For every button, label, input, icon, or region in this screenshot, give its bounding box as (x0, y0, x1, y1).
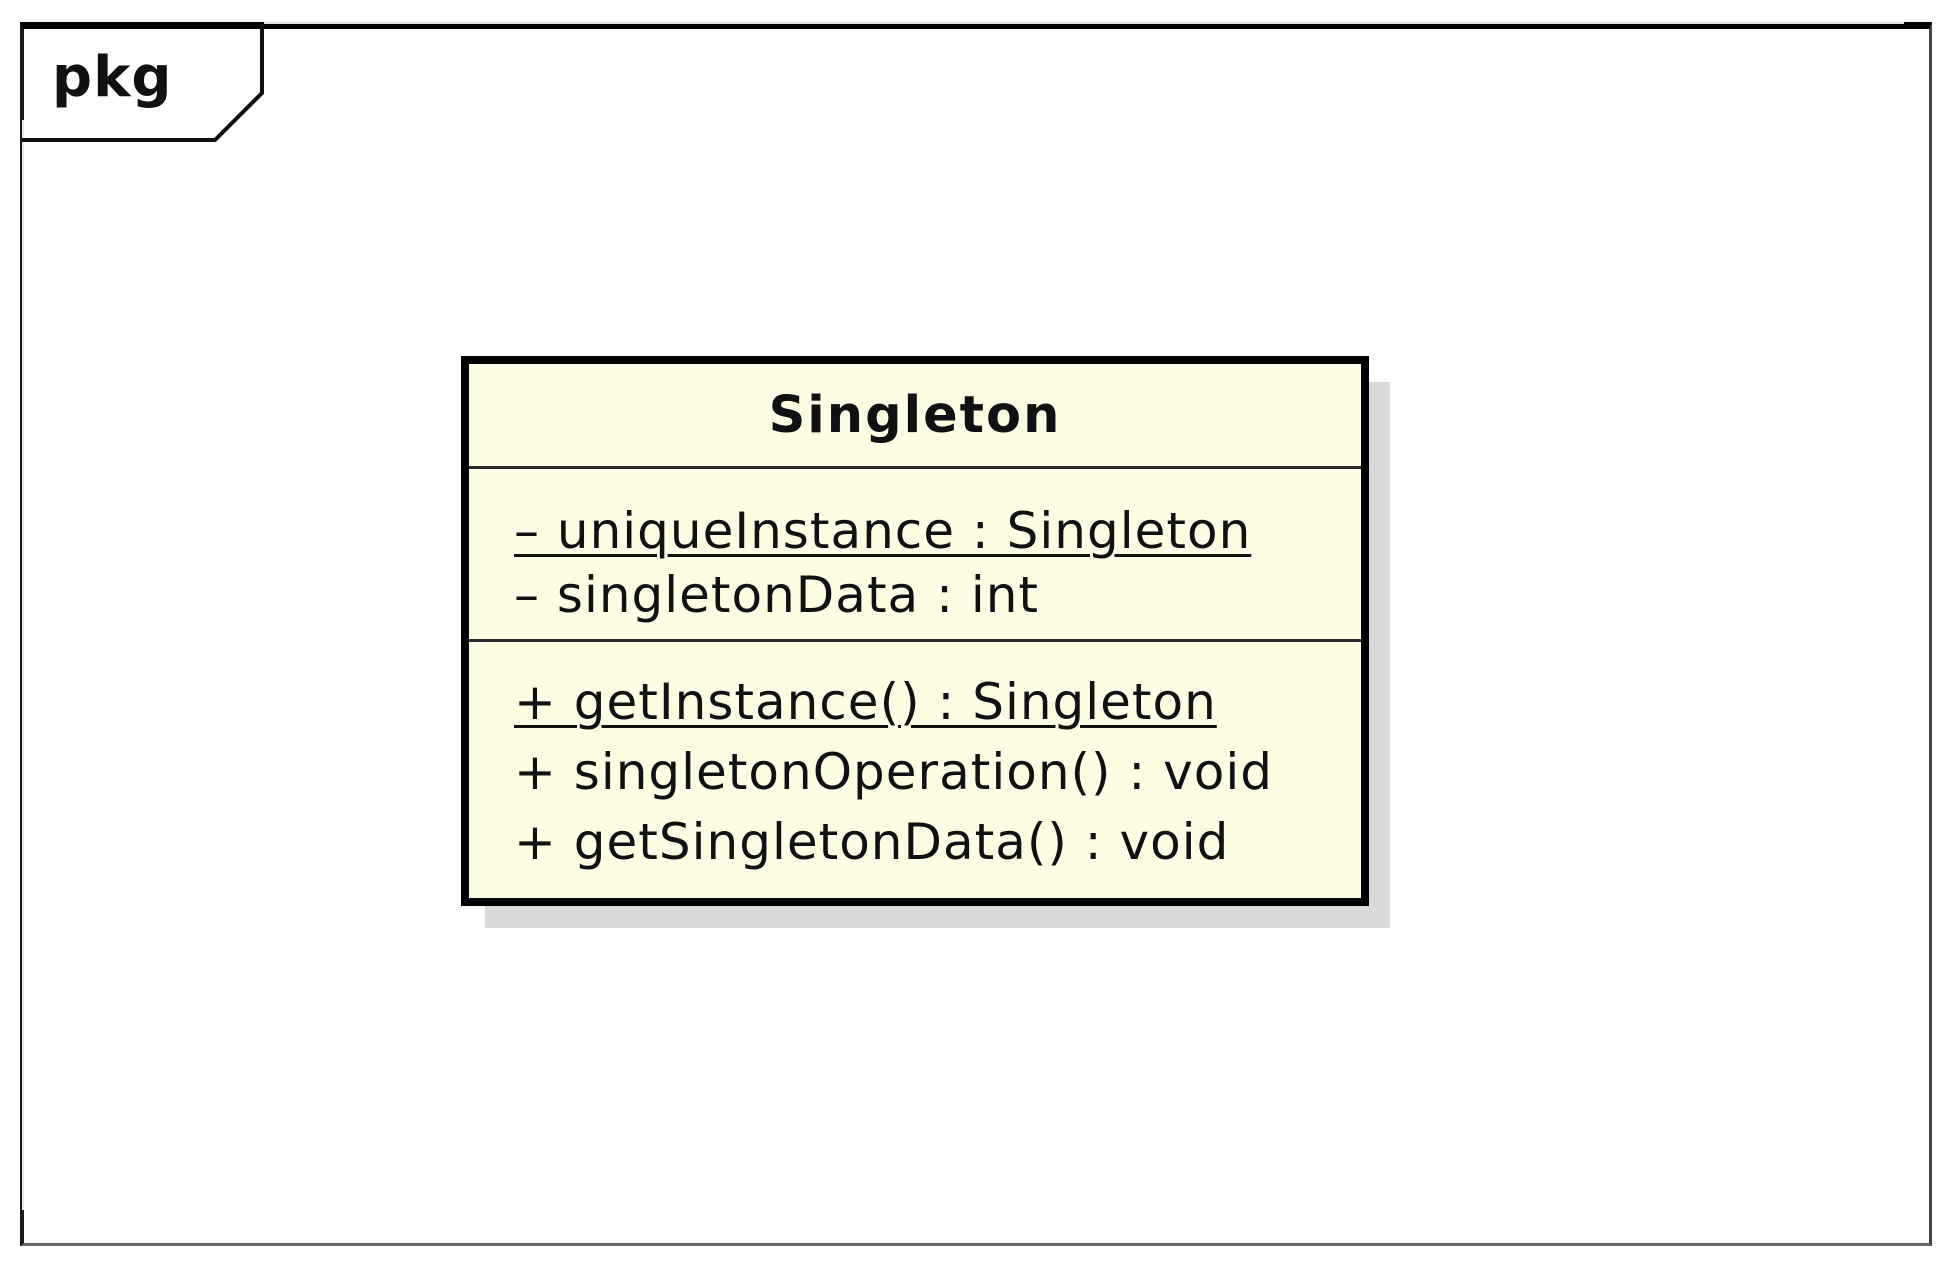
class-singleton[interactable]: Singleton – uniqueInstance : Singleton –… (461, 356, 1369, 906)
package-label-tab-outline (22, 24, 264, 142)
attribute-singleton-data[interactable]: – singletonData : int (514, 566, 1040, 624)
operations-compartment: + getInstance() : Singleton + singletonO… (469, 642, 1361, 877)
attributes-compartment: – uniqueInstance : Singleton – singleton… (469, 469, 1361, 642)
class-name: Singleton (768, 385, 1062, 445)
package-label: pkg (52, 45, 173, 110)
frame-inner-line-left (22, 120, 24, 1210)
operation-get-instance[interactable]: + getInstance() : Singleton (514, 673, 1217, 731)
class-name-compartment: Singleton (469, 364, 1361, 469)
operation-get-singleton-data[interactable]: + getSingletonData() : void (514, 813, 1230, 871)
operation-singleton-operation[interactable]: + singletonOperation() : void (514, 743, 1273, 801)
package-label-tab (22, 24, 264, 142)
frame-inner-line-top (264, 22, 1904, 24)
attribute-unique-instance[interactable]: – uniqueInstance : Singleton (514, 502, 1252, 560)
